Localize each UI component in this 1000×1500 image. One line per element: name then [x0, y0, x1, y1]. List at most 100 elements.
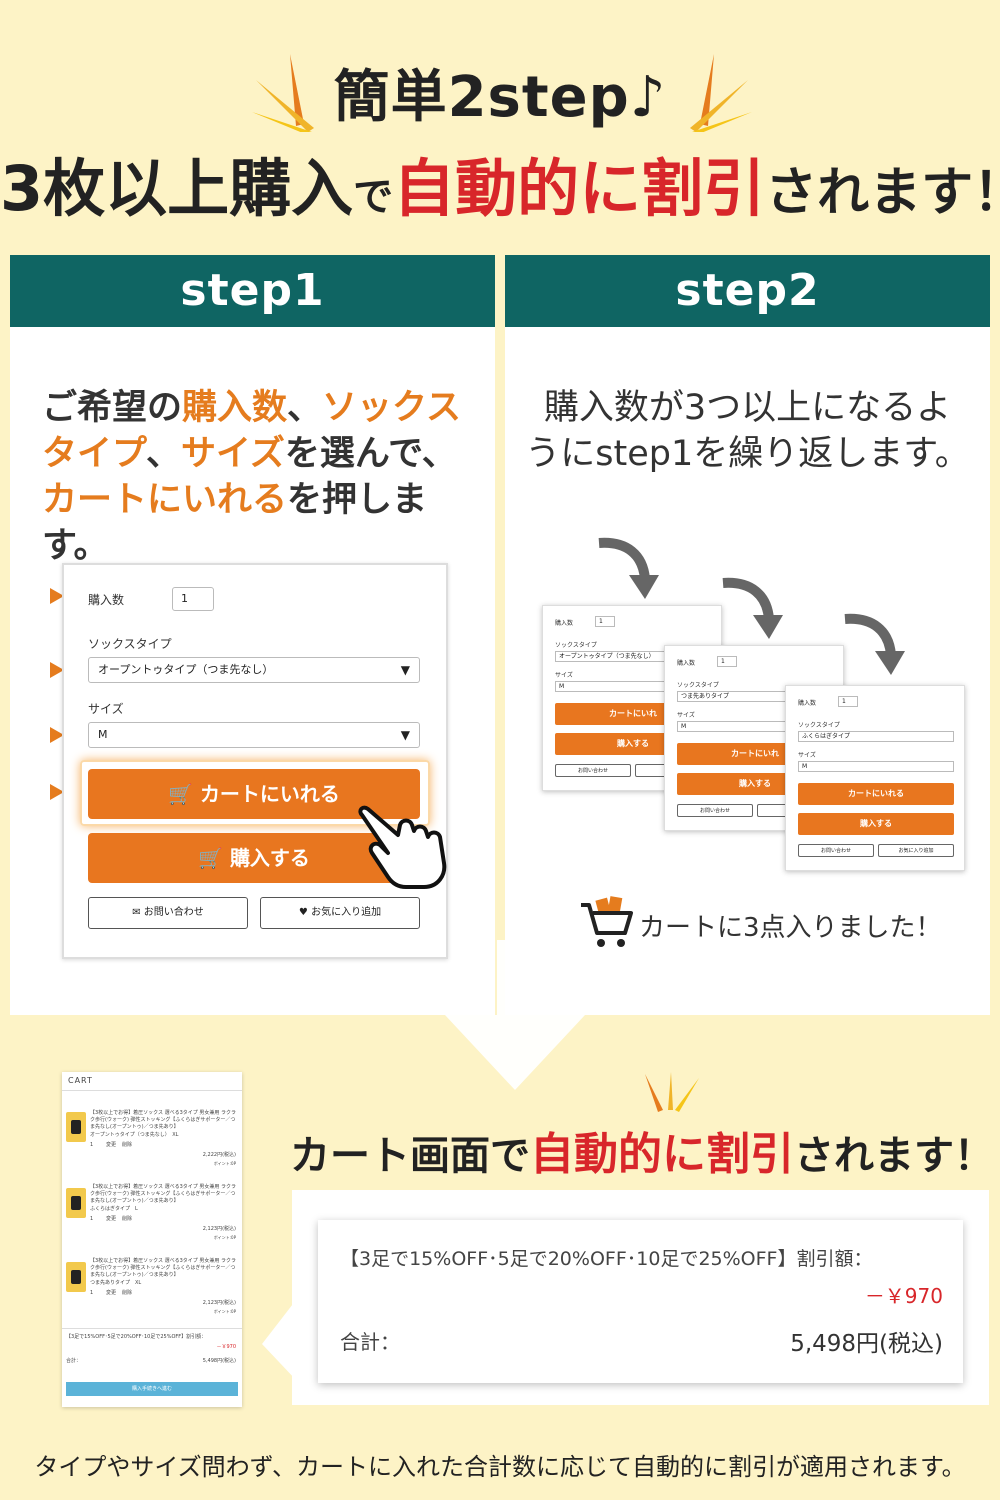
header-line2: 3枚以上購入で自動的に割引されます！	[0, 138, 1000, 228]
summary-total-value: 5,498円(税込)	[790, 1331, 943, 1357]
favorite-button-label: お気に入り追加	[311, 907, 382, 918]
qty-input[interactable]: 1	[172, 587, 214, 611]
divider	[62, 1328, 242, 1329]
desc-text: 、	[145, 434, 181, 474]
step1-title: step1	[10, 255, 495, 327]
type-select-value: オープントゥタイプ（つま先なし）	[98, 663, 274, 676]
dropdown-arrow-icon: ▼	[400, 728, 410, 742]
cart-item-change: 変更	[106, 1290, 117, 1296]
cart-item-delete: 削除	[122, 1216, 133, 1222]
full-cart-icon	[581, 896, 633, 947]
mini-inquiry-button: お問い合わせ	[798, 844, 874, 857]
checkout-button[interactable]: 購入手続きへ進む	[66, 1382, 238, 1396]
cart-item-point: ポイント:0P	[213, 1161, 236, 1166]
mini-size-select: M	[798, 761, 954, 772]
desc-text: ご希望の	[42, 388, 183, 428]
right-sparkle-icon	[690, 54, 752, 132]
favorite-button[interactable]: ♥ お気に入り追加	[260, 897, 420, 929]
type-label: ソックスタイプ	[88, 637, 172, 651]
product-thumbnail	[66, 1262, 86, 1292]
step2-title: step2	[505, 255, 990, 327]
cart-button-label: カートにいれる	[199, 782, 340, 806]
desc-highlight: サイズ	[180, 434, 285, 474]
header-line2-d: されます！	[765, 163, 1000, 223]
step2-panel: step2 購入数が3つ以上になるよ うにstep1を繰り返します。 購入数 1…	[505, 255, 990, 1015]
summary-discount-value: －￥970	[864, 1284, 943, 1308]
cart-item-price: 2,123円(税込)	[202, 1300, 236, 1306]
mini-type-label: ソックスタイプ	[798, 722, 840, 729]
mini-buy-button: 購入する	[798, 813, 954, 835]
cart-screenshot: CART 【3枚以上でお得】着圧ソックス 選べる3タイプ 男女兼用 ラクラク歩行…	[62, 1072, 242, 1407]
cart-discount-label: 【3足で15%OFF･5足で20%OFF･10足で25%OFF】割引額：	[66, 1334, 207, 1340]
type-select[interactable]: オープントゥタイプ（つま先なし） ▼	[88, 657, 420, 683]
marker-arrow-icon	[50, 727, 64, 743]
header-line2-b: で	[353, 174, 394, 220]
left-sparkle-icon	[252, 54, 314, 132]
cart-item-name: 【3枚以上でお得】着圧ソックス 選べる3タイプ 男女兼用 ラクラク歩行(ウォーク…	[90, 1110, 236, 1130]
desc-highlight: ソックス	[322, 388, 461, 428]
step2-description: 購入数が3つ以上になるよ うにstep1を繰り返します。	[505, 385, 990, 477]
cart-total-label: 合計：	[66, 1358, 82, 1364]
cart-item-change: 変更	[106, 1142, 117, 1148]
cart-item-change: 変更	[106, 1216, 117, 1222]
buy-button[interactable]: 🛒 購入する	[88, 833, 420, 883]
mail-icon: ✉	[132, 907, 141, 918]
desc-text: 、	[287, 388, 323, 428]
cart-item-name: 【3枚以上でお得】着圧ソックス 選べる3タイプ 男女兼用 ラクラク歩行(ウォーク…	[90, 1258, 236, 1278]
desc-highlight: タイプ	[42, 434, 146, 474]
mini-size-label: サイズ	[555, 672, 573, 679]
mini-qty-label: 購入数	[555, 620, 574, 627]
cart-discount-value: －￥970	[216, 1344, 236, 1350]
step2-desc-line2: うにstep1を繰り返します。	[525, 434, 970, 474]
mini-type-label: ソックスタイプ	[677, 682, 719, 689]
desc-highlight: カートにいれる	[42, 480, 288, 520]
size-select[interactable]: M ▼	[88, 722, 420, 748]
step1-panel: step1 ご希望の購入数、ソックス タイプ、サイズを選んで、 カートにいれるを…	[10, 255, 495, 1015]
header-line1: 簡単2step♪	[333, 65, 667, 130]
mini-inquiry-button: お問い合わせ	[555, 764, 631, 777]
inquiry-button[interactable]: ✉ お問い合わせ	[88, 897, 248, 929]
product-form: 購入数 1 ソックスタイプ オープントゥタイプ（つま先なし） ▼ サイズ M ▼…	[62, 563, 448, 959]
cart-icon: 🛒	[198, 846, 223, 870]
cart-button-highlight	[80, 760, 430, 826]
cart-item-qty: 1	[90, 1290, 94, 1296]
cart-item-delete: 削除	[122, 1290, 133, 1296]
summary-discount-label: 【3足で15%OFF･5足で20%OFF･10足で25%OFF】割引額：	[340, 1248, 873, 1270]
marker-arrow-icon	[50, 588, 64, 604]
mini-favorite-button: お気に入り追加	[878, 844, 954, 857]
cart-item-delete: 削除	[122, 1142, 133, 1148]
mini-qty-input: 1	[838, 696, 858, 707]
cart-item-qty: 1	[90, 1142, 94, 1148]
divider	[62, 1090, 242, 1091]
marker-arrow-icon	[50, 662, 64, 678]
size-label: サイズ	[88, 702, 124, 716]
mini-cart-button: カートにいれる	[798, 783, 954, 805]
heart-icon: ♥	[298, 907, 308, 918]
cart-item-variant: オープントゥタイプ（つま先なし） XL	[90, 1132, 179, 1138]
curved-arrow-icon	[598, 537, 659, 599]
desc-text: を押します。	[42, 480, 428, 566]
dropdown-arrow-icon: ▼	[400, 663, 410, 677]
mini-size-label: サイズ	[677, 712, 695, 719]
cart-item-point: ポイント:0P	[213, 1309, 236, 1314]
footer-note: タイプやサイズ問わず、カートに入れた合計数に応じて自動的に割引が適用されます。	[34, 1453, 966, 1481]
summary-title-a: カート画面で	[290, 1133, 530, 1179]
header-line2-c: 自動的に割引	[393, 152, 766, 225]
cart-result-text: カートに3点入りました！	[639, 913, 942, 943]
cart-icon: 🛒	[168, 782, 193, 806]
sparkle-icon	[645, 1072, 699, 1112]
qty-label: 購入数	[88, 593, 125, 607]
marker-arrow-icon	[50, 784, 64, 800]
mini-type-label: ソックスタイプ	[555, 642, 597, 649]
cart-item-price: 2,123円(税込)	[202, 1226, 236, 1232]
cart-item-qty: 1	[90, 1216, 94, 1222]
mini-qty-input: 1	[595, 616, 615, 627]
summary-card: 【3足で15%OFF･5足で20%OFF･10足で25%OFF】割引額： －￥9…	[318, 1220, 963, 1383]
down-arrow-icon	[445, 940, 585, 1090]
product-thumbnail	[66, 1112, 86, 1142]
mini-inquiry-button: お問い合わせ	[677, 804, 753, 817]
speech-pointer	[262, 1300, 296, 1380]
desc-highlight: 購入数	[182, 388, 288, 428]
cart-item-variant: ふくらはぎタイプ L	[90, 1206, 138, 1212]
cart-item-point: ポイント:0P	[213, 1235, 236, 1240]
